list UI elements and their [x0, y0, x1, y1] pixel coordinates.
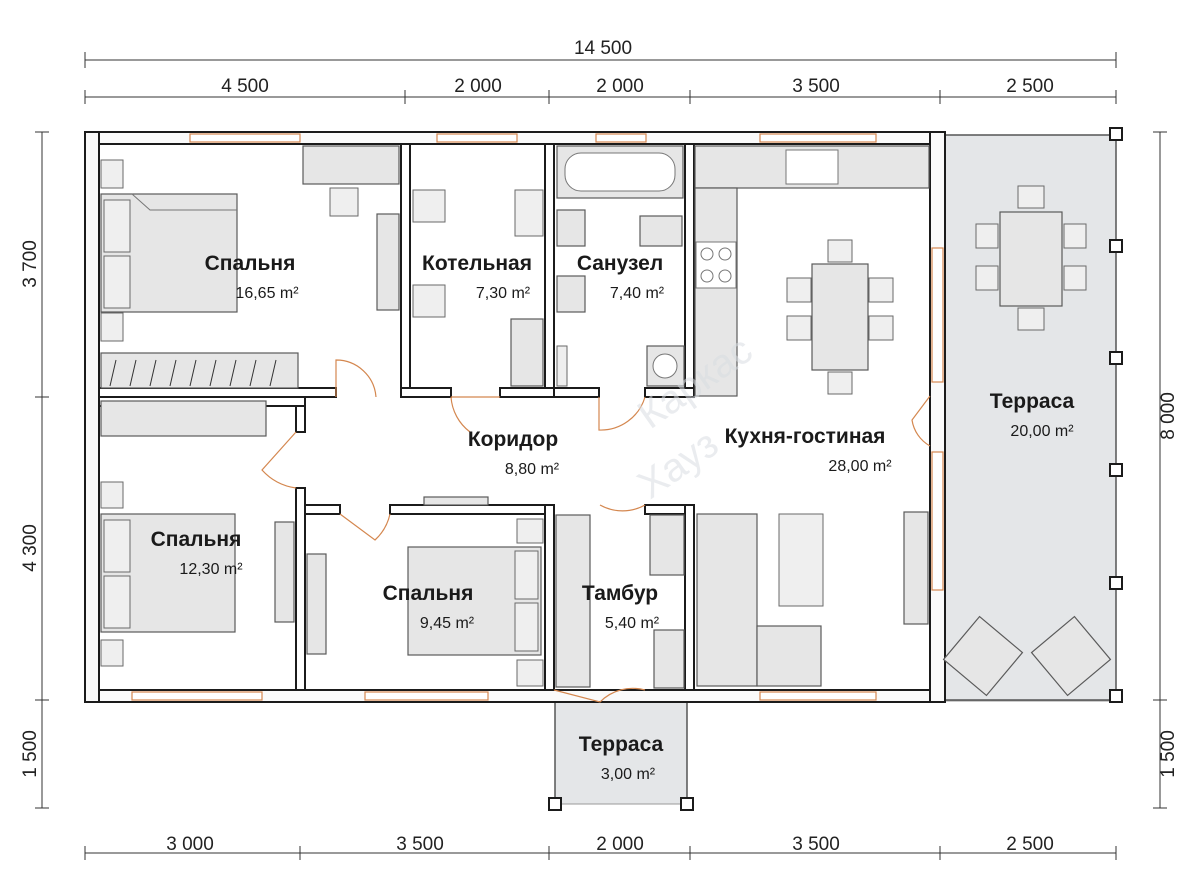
kitchen-furniture	[653, 145, 930, 689]
room-area-bedroom-2: 12,30 m²	[179, 561, 243, 578]
dim-overall-width: 14 500	[574, 38, 632, 59]
windows	[131, 133, 944, 701]
room-area-terrace-right: 20,00 m²	[1010, 423, 1074, 440]
room-area-tambour: 5,40 m²	[605, 615, 660, 632]
terrace-posts	[548, 127, 1123, 811]
room-area-bathroom: 7,40 m²	[610, 285, 665, 302]
dim-top-3: 2 000	[596, 76, 644, 97]
dim-left-2: 4 300	[20, 524, 41, 572]
dim-bottom-3: 2 000	[596, 834, 644, 855]
boiler-furniture	[412, 189, 544, 387]
watermark-line-2: Хауз	[630, 422, 726, 508]
dim-right-2: 1 500	[1158, 730, 1179, 778]
room-name-bedroom-2: Спальня	[151, 528, 242, 551]
bedroom-1-furniture	[100, 145, 400, 389]
lower-furniture	[100, 400, 685, 688]
interior-walls	[98, 143, 695, 691]
dim-bottom-4: 3 500	[792, 834, 840, 855]
dim-left-1: 3 700	[20, 240, 41, 288]
room-area-bedroom-3: 9,45 m²	[420, 615, 475, 632]
room-name-corridor: Коридор	[468, 428, 558, 451]
room-area-terrace-bottom: 3,00 m²	[601, 766, 656, 783]
room-name-bedroom-3: Спальня	[383, 582, 474, 605]
dim-right-1: 8 000	[1158, 392, 1179, 440]
dim-top-5: 2 500	[1006, 76, 1054, 97]
room-name-boiler: Котельная	[422, 252, 532, 275]
room-name-kitchen-living: Кухня-гостиная	[725, 425, 886, 448]
room-name-bathroom: Санузел	[577, 252, 663, 275]
room-area-corridor: 8,80 m²	[505, 461, 560, 478]
dim-top-4: 3 500	[792, 76, 840, 97]
room-name-bedroom-1: Спальня	[205, 252, 296, 275]
bathroom-furniture	[556, 145, 685, 387]
dim-bottom-5: 2 500	[1006, 834, 1054, 855]
room-name-tambour: Тамбур	[582, 582, 658, 605]
dim-bottom-2: 3 500	[396, 834, 444, 855]
dim-top-1: 4 500	[221, 76, 269, 97]
dimension-labels: 14 500 4 500 2 000 2 000 3 500 2 500 3 0…	[20, 38, 1179, 855]
room-area-boiler: 7,30 m²	[476, 285, 531, 302]
dim-left-3: 1 500	[20, 730, 41, 778]
terrace-bottom-floor	[554, 699, 688, 805]
room-area-bedroom-1: 16,65 m²	[235, 285, 299, 302]
dim-top-2: 2 000	[454, 76, 502, 97]
dim-bottom-1: 3 000	[166, 834, 214, 855]
terrace-furniture	[942, 185, 1112, 697]
room-area-kitchen-living: 28,00 m²	[828, 458, 892, 475]
dimension-lines	[35, 52, 1167, 860]
room-name-terrace-right: Терраса	[990, 390, 1075, 413]
room-name-terrace-bottom: Терраса	[579, 733, 664, 756]
doors	[261, 359, 931, 703]
room-labels: Спальня 16,65 m² Котельная 7,30 m² Сануз…	[151, 252, 1075, 783]
